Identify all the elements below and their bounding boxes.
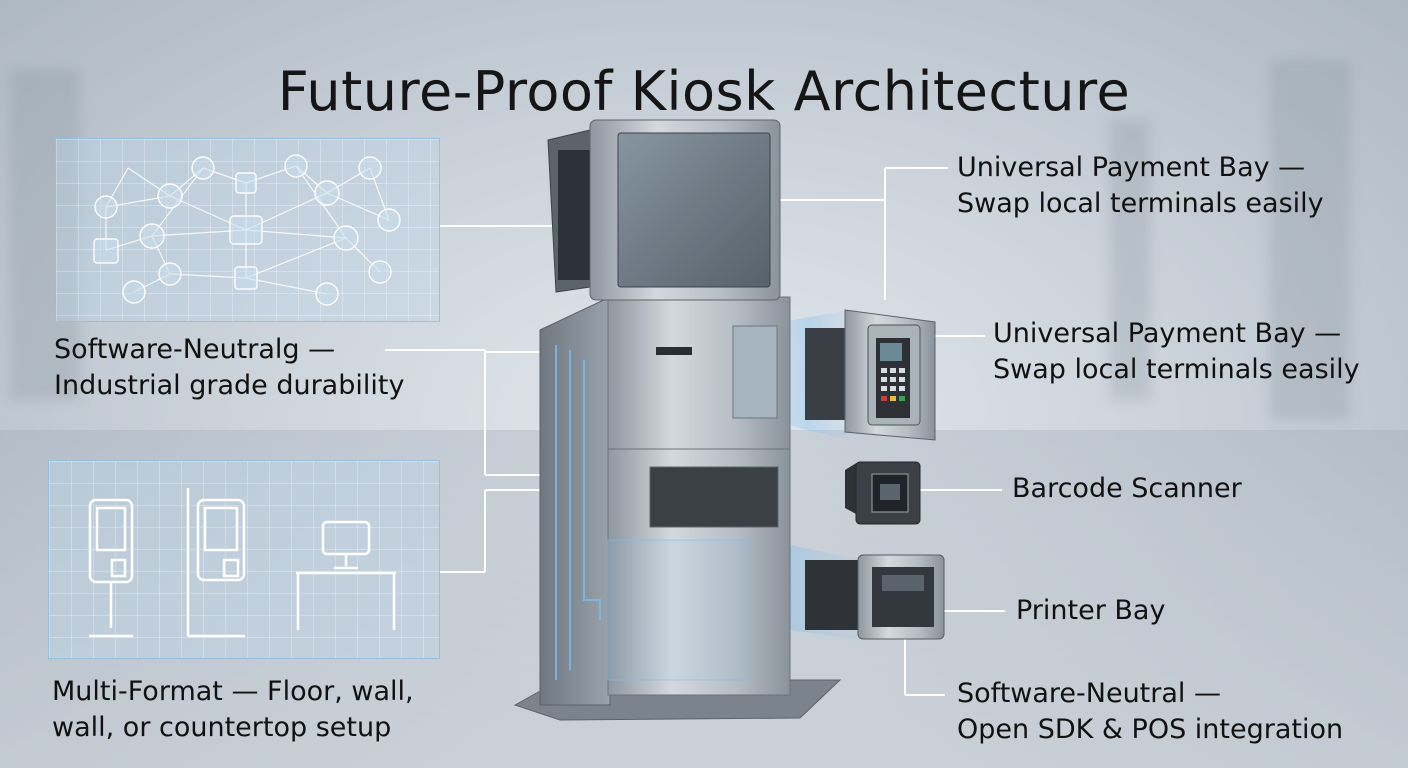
callout-description: wall, or countertop setup (52, 712, 392, 743)
gear-icon (368, 260, 392, 284)
bg-pillar (1110, 120, 1150, 400)
callout-heading: Software-Neutralg — (54, 334, 336, 365)
callout-heading: Barcode Scanner (1012, 473, 1242, 504)
user-icon (377, 208, 401, 232)
callout-heading: Universal Payment Bay — (993, 318, 1342, 349)
callout-payment-bay-top: Universal Payment Bay — Swap local termi… (957, 150, 1324, 222)
bg-pillar (10, 70, 80, 400)
bug-icon (358, 156, 382, 180)
callout-software-neutral-durability: Software-Neutralg — Industrial grade dur… (54, 332, 404, 404)
callout-heading: Software-Neutral — (957, 678, 1222, 709)
github-icon (191, 156, 215, 180)
callout-heading: Multi-Format — Floor, wall, (52, 676, 414, 707)
github-icon (314, 180, 340, 206)
callout-heading: Printer Bay (1016, 595, 1166, 626)
floor-standing-kiosk-icon (88, 498, 134, 638)
gamepad-icon (333, 225, 359, 251)
callout-description: Swap local terminals easily (957, 188, 1324, 219)
cloud-icon (229, 215, 263, 245)
callout-description: Swap local terminals easily (993, 354, 1360, 385)
card-icon (94, 195, 118, 219)
callout-payment-bay-mid: Universal Payment Bay — Swap local termi… (993, 316, 1360, 388)
callout-multi-format: Multi-Format — Floor, wall, wall, or cou… (52, 674, 414, 746)
settings-icon (157, 183, 183, 209)
countertop-kiosk-icon (296, 520, 396, 630)
bg-pillar (1270, 60, 1350, 420)
plug-icon (235, 172, 257, 194)
list-icon (93, 238, 119, 264)
glasses-icon (315, 282, 339, 306)
callout-description: Open SDK & POS integration (957, 714, 1344, 745)
flask-icon (158, 262, 182, 286)
sun-icon (284, 154, 308, 178)
globe-icon (234, 266, 258, 290)
wall-mounted-kiosk-icon (186, 488, 246, 638)
tablet-icon (139, 223, 165, 249)
barcode-scanner-module (845, 461, 921, 525)
connector-lines (385, 167, 1005, 696)
kiosk-monitor (547, 119, 781, 301)
callout-printer-bay: Printer Bay (1016, 593, 1165, 629)
callout-barcode-scanner: Barcode Scanner (1012, 471, 1242, 507)
printer-module (805, 554, 945, 640)
callout-heading: Universal Payment Bay — (957, 152, 1306, 183)
callout-software-neutral-sdk: Software-Neutral — Open SDK & POS integr… (957, 676, 1343, 748)
payment-terminal-module (805, 309, 936, 441)
badge-icon (122, 280, 146, 304)
page-title: Future-Proof Kiosk Architecture (277, 60, 1131, 124)
kiosk-body (513, 296, 842, 721)
callout-description: Industrial grade durability (54, 370, 405, 401)
